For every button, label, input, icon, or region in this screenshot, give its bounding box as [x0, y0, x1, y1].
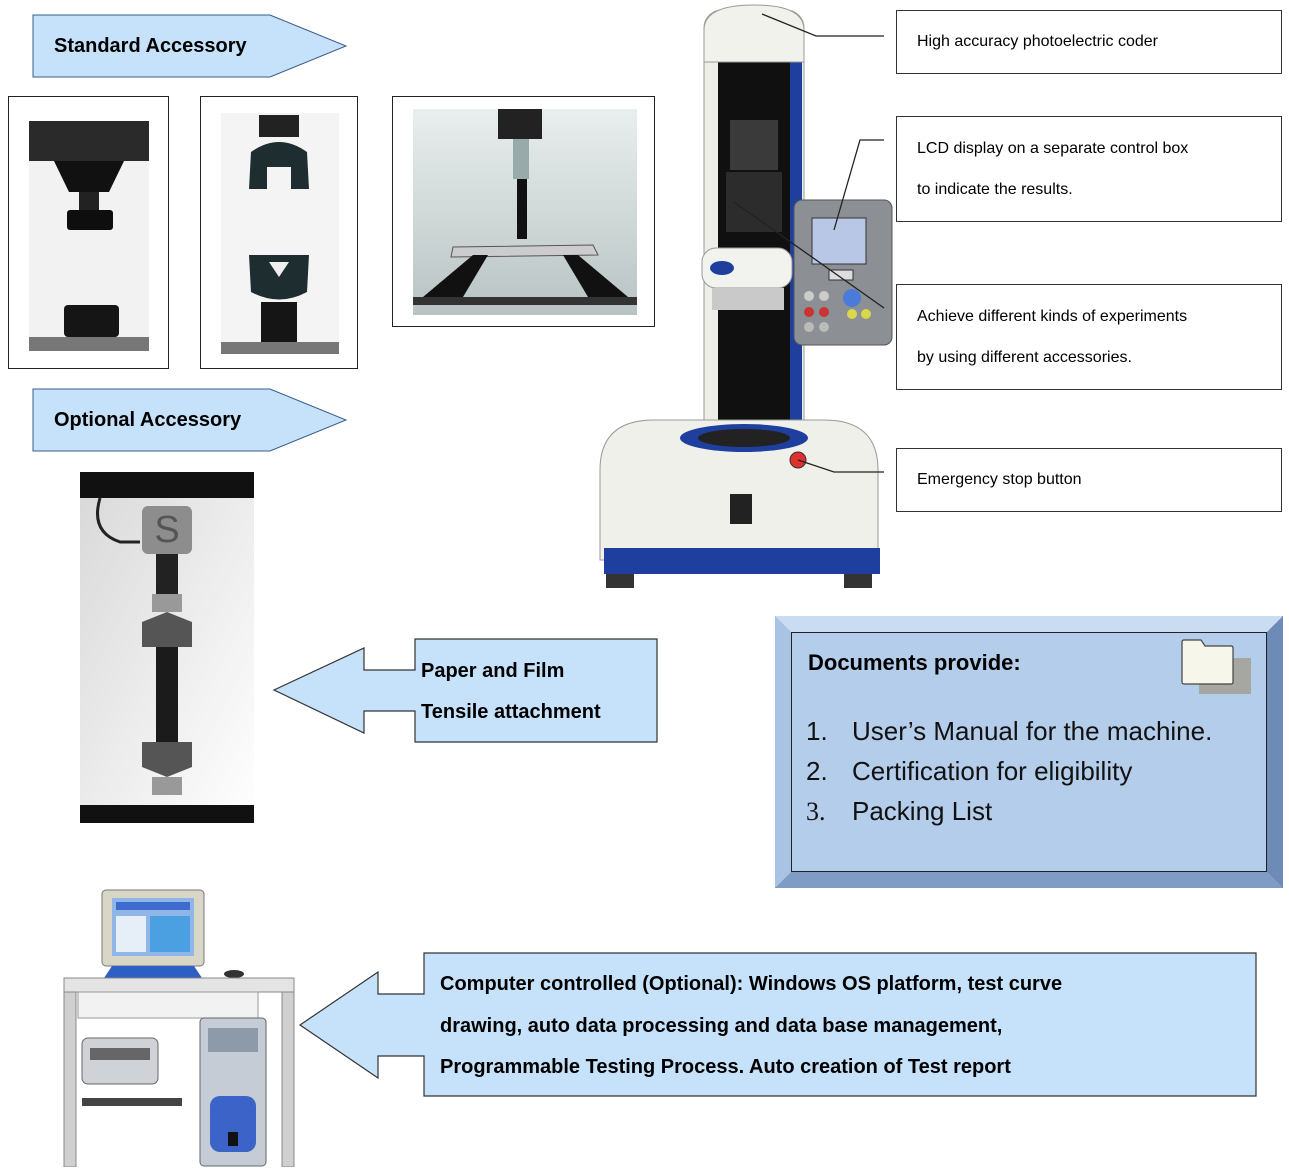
universal-testing-machine [599, 4, 893, 588]
optional-accessory-banner: Optional Accessory [32, 388, 348, 452]
callout-experiments: Achieve different kinds of experiments b… [896, 284, 1282, 390]
computer-controlled-callout: Computer controlled (Optional): Windows … [298, 952, 1260, 1098]
list-item-text: Certification for eligibility [852, 756, 1133, 786]
callout-lcd-display: LCD display on a separate control box to… [896, 116, 1282, 222]
list-item-number: 1. [806, 716, 828, 746]
bending-fixture-image [413, 109, 637, 315]
paper-film-line1: Paper and Film [421, 660, 565, 682]
left-arrow-shape [272, 638, 658, 743]
computer-line2: drawing, auto data processing and data b… [440, 1015, 1003, 1037]
callout-emergency-stop: Emergency stop button [896, 448, 1282, 512]
paper-film-line2: Tensile attachment [421, 701, 601, 723]
lcd-text-line2: to indicate the results. [917, 181, 1073, 198]
accessory-panel-bending [392, 96, 655, 327]
list-item: 1. User’s Manual for the machine. [806, 711, 1212, 751]
wedge-grips-image [221, 113, 339, 354]
coder-text: High accuracy photoelectric coder [917, 33, 1159, 50]
compression-plates-image [29, 121, 149, 351]
list-item-number: 2. [806, 756, 828, 786]
emergency-text: Emergency stop button [917, 471, 1082, 488]
optional-accessory-label: Optional Accessory [54, 409, 242, 431]
svg-text:S: S [154, 509, 179, 551]
paper-film-callout: Paper and Film Tensile attachment [272, 638, 660, 744]
documents-panel: Documents provide: 1. User’s Manual for t… [775, 616, 1283, 888]
list-item-text: Packing List [852, 796, 993, 826]
computer-line3: Programmable Testing Process. Auto creat… [440, 1056, 1011, 1078]
banner-arrow-shape [32, 14, 348, 78]
documents-title: Documents provide: [808, 650, 1021, 675]
documents-list: 1. User’s Manual for the machine. 2. Certi… [806, 711, 1212, 832]
banner-arrow-shape [32, 388, 348, 452]
callout-photoelectric-coder: High accuracy photoelectric coder [896, 10, 1282, 74]
list-item-text: User’s Manual for the machine. [852, 716, 1213, 746]
left-arrow-shape [298, 952, 1257, 1097]
testing-machine-image [594, 0, 894, 610]
list-item: 3. Packing List [806, 791, 1212, 832]
standard-accessory-banner: Standard Accessory [32, 14, 348, 78]
list-item: 2. Certification for eligibility [806, 751, 1212, 791]
folder-icon [1181, 639, 1251, 694]
computer-setup-image [60, 888, 300, 1168]
computer-desk-illustration [63, 889, 295, 1168]
computer-line1: Computer controlled (Optional): Windows … [440, 973, 1063, 995]
standard-accessory-label: Standard Accessory [54, 35, 247, 57]
lcd-text-line1: LCD display on a separate control box [917, 140, 1189, 157]
experiments-text-line2: by using different accessories. [917, 349, 1132, 366]
tensile-grip-illustration: S [80, 472, 254, 823]
accessory-panel-grips [200, 96, 358, 369]
experiments-text-line1: Achieve different kinds of experiments [917, 308, 1188, 325]
tensile-attachment-image: S [80, 472, 254, 823]
accessory-panel-compression [8, 96, 169, 369]
list-item-number: 3. [806, 797, 826, 826]
